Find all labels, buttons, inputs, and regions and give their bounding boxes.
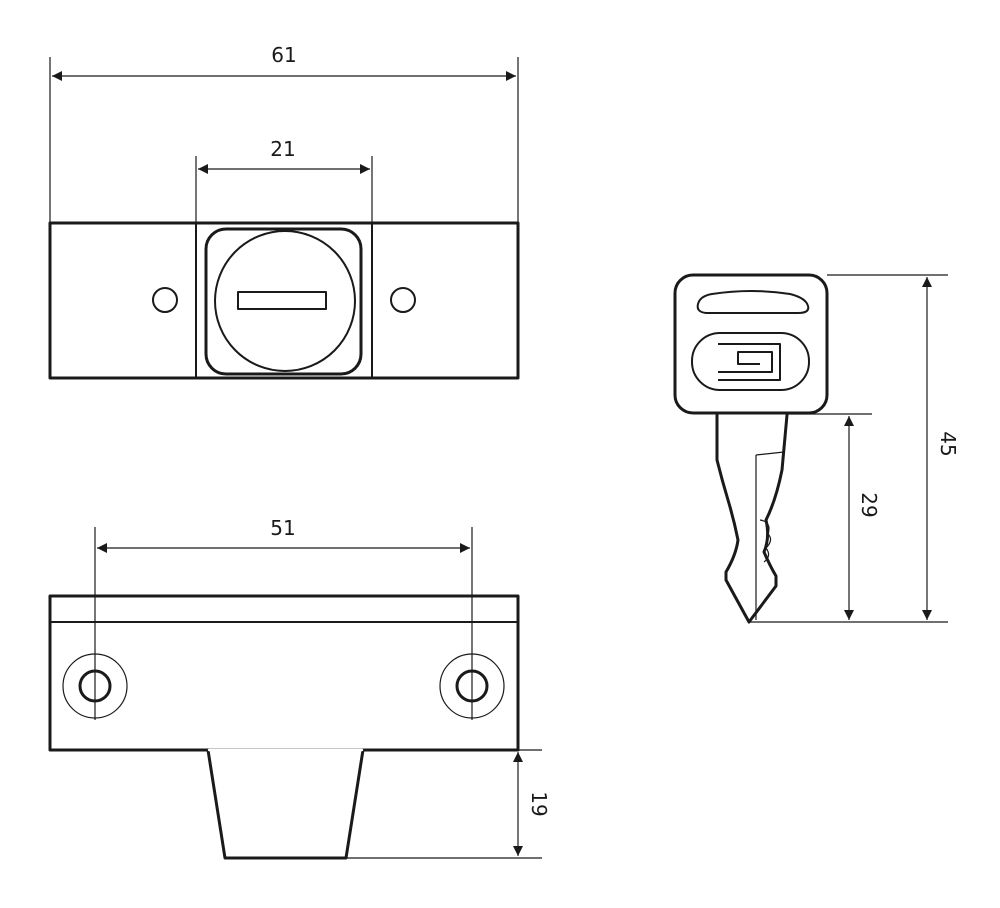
key-ring-slot bbox=[696, 290, 810, 314]
lock-housing bbox=[204, 227, 363, 376]
dimension-tongue-depth: 19 bbox=[346, 749, 551, 859]
side-view: 51 19 bbox=[48, 516, 551, 860]
dimension-lock-width: 21 bbox=[195, 137, 373, 223]
key-teeth bbox=[759, 519, 772, 563]
key-head bbox=[673, 273, 829, 415]
dimension-label-19: 19 bbox=[527, 791, 551, 816]
dimension-label-61: 61 bbox=[271, 43, 296, 67]
dimension-key-length: 45 bbox=[749, 274, 960, 623]
dimension-label-51: 51 bbox=[270, 516, 295, 540]
screw-hole-right bbox=[390, 287, 416, 313]
key-blade bbox=[715, 413, 789, 624]
mounting-plate bbox=[48, 594, 520, 752]
dimension-label-45: 45 bbox=[936, 431, 960, 456]
key-logo-plate bbox=[691, 332, 810, 391]
dimension-label-21: 21 bbox=[270, 137, 295, 161]
dimension-hole-spacing: 51 bbox=[94, 516, 473, 720]
screw-hole-left bbox=[152, 287, 178, 313]
lock-cylinder bbox=[214, 230, 356, 372]
dimension-label-29: 29 bbox=[857, 492, 881, 517]
lock-tongue bbox=[206, 748, 365, 860]
front-view: 61 21 bbox=[48, 43, 520, 380]
key: 45 29 bbox=[673, 273, 960, 624]
front-plate bbox=[48, 221, 520, 380]
dimension-key-blade: 29 bbox=[787, 413, 881, 620]
key-slot bbox=[237, 291, 327, 310]
logo-icon bbox=[718, 343, 781, 381]
dimension-front-width: 61 bbox=[49, 43, 519, 223]
